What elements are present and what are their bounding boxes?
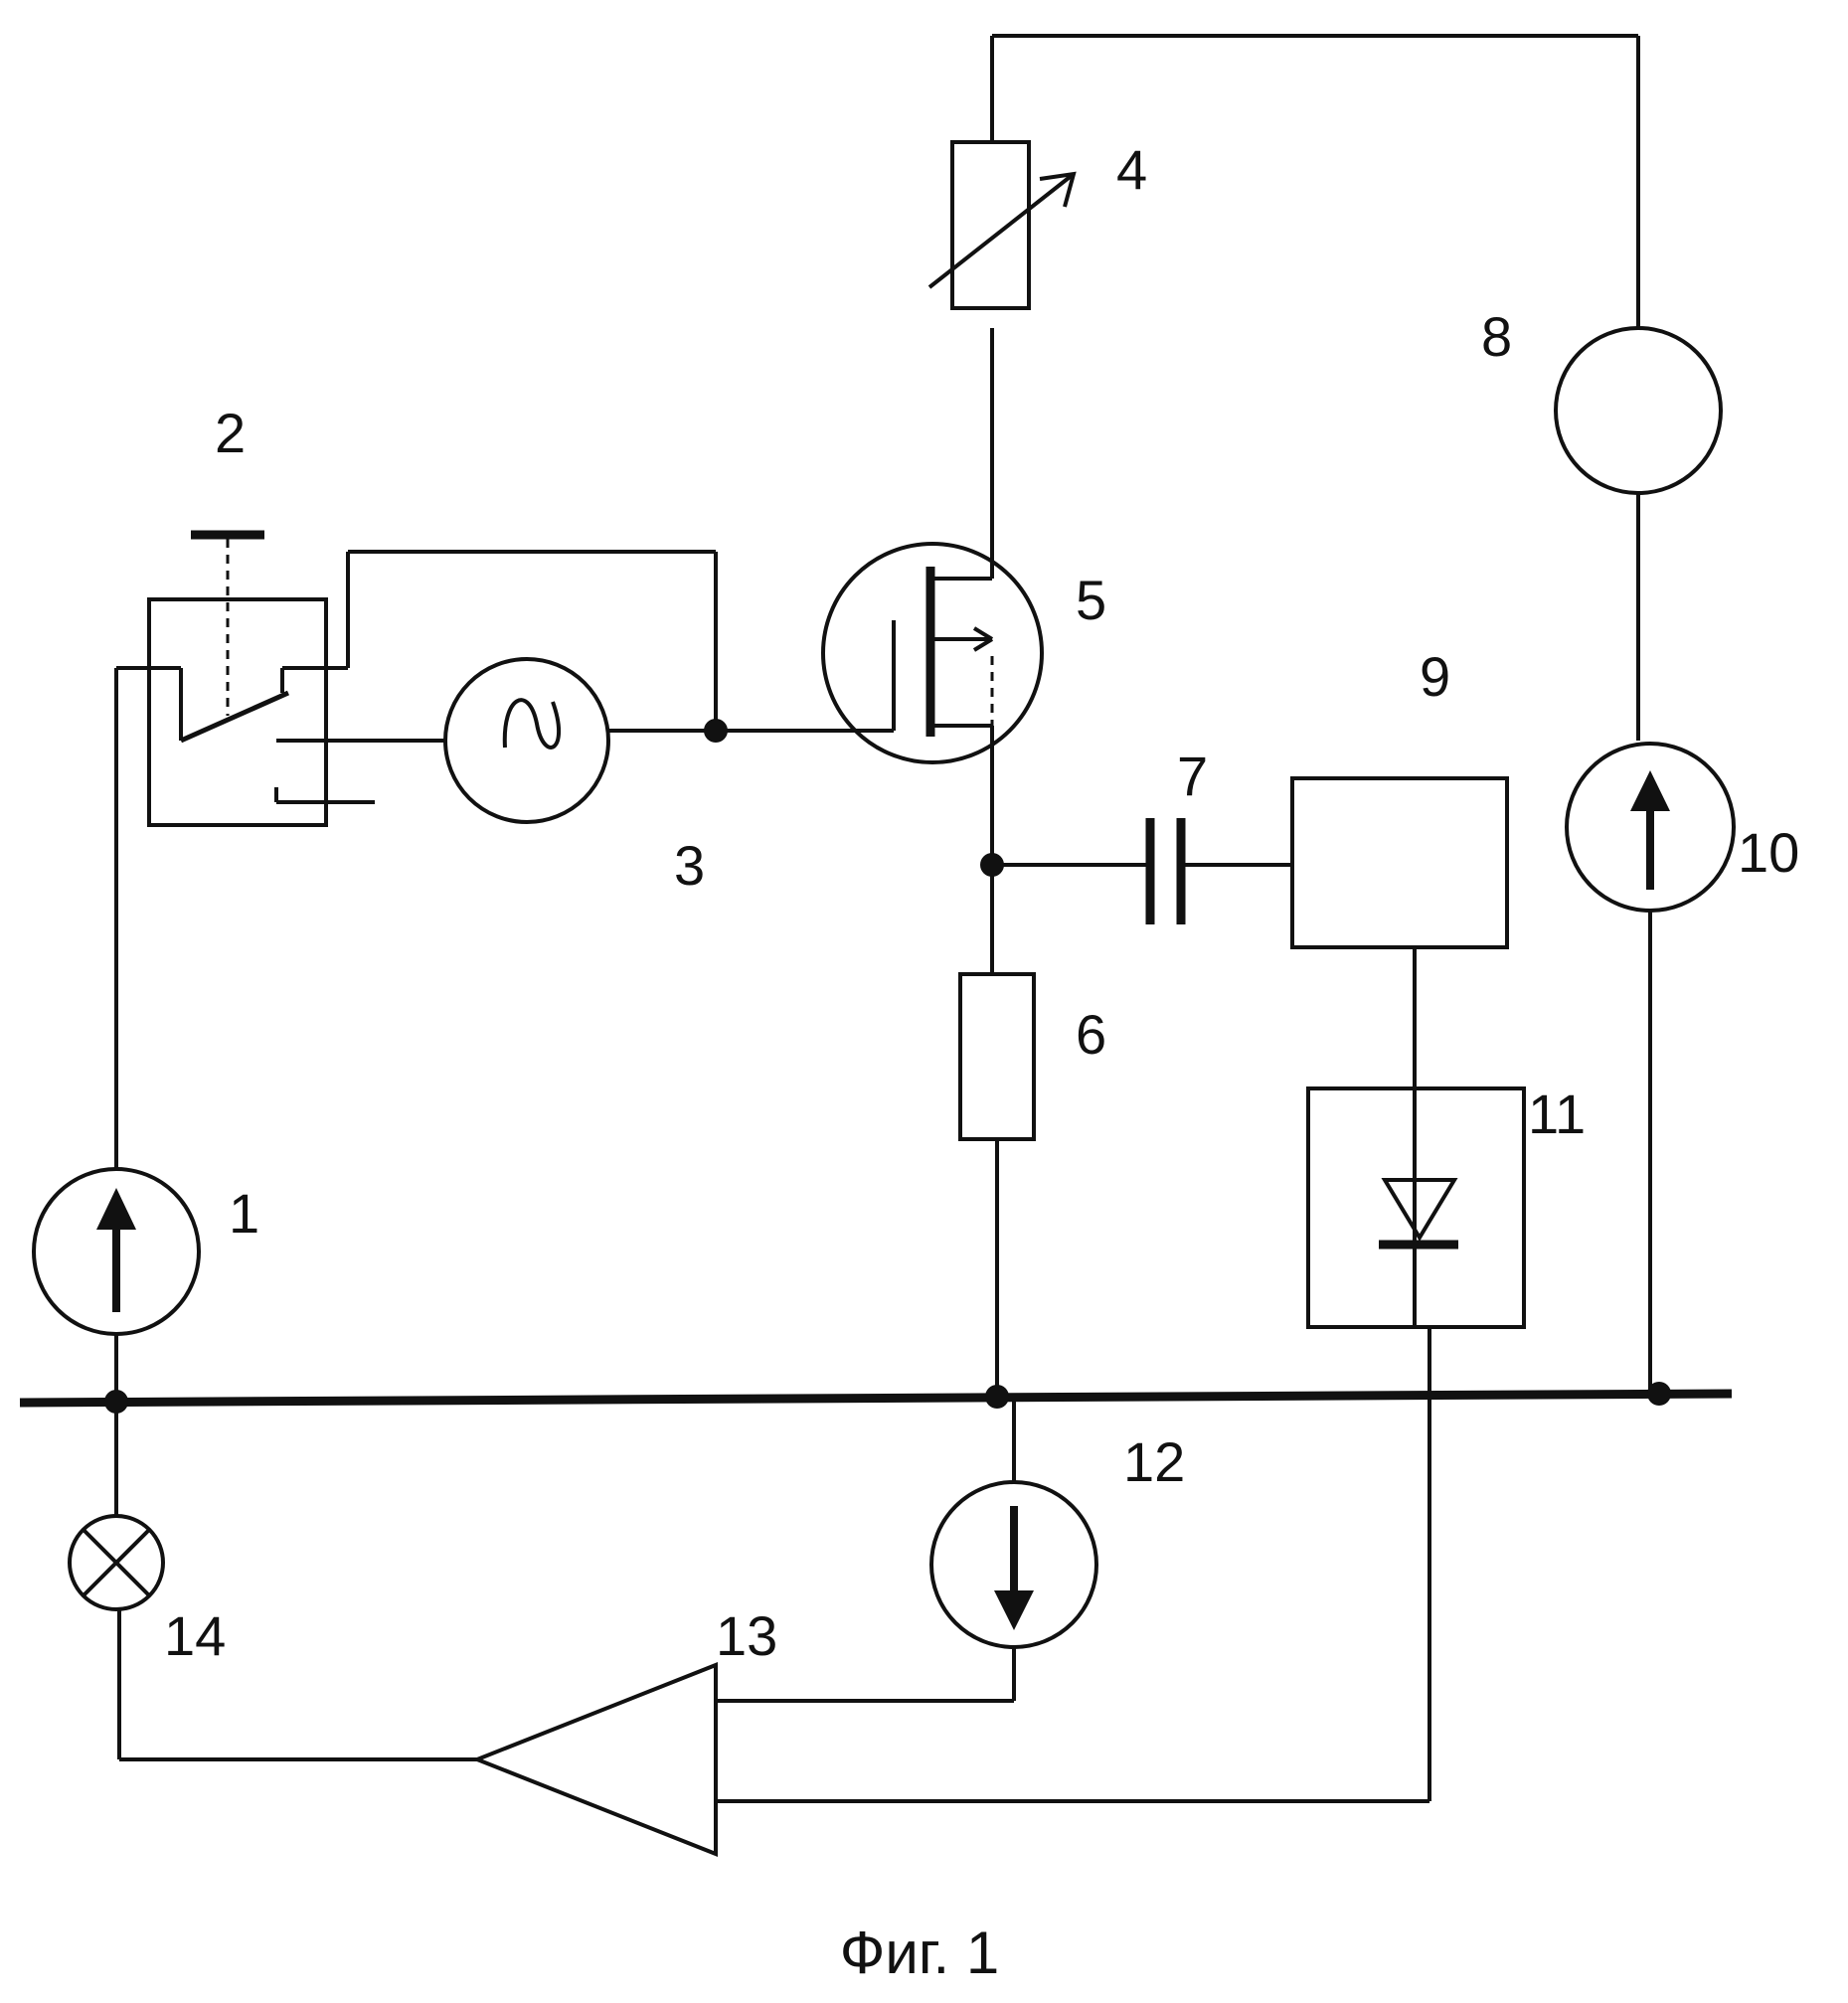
figure-caption: Фиг. 1	[840, 1920, 999, 1986]
transistor-5	[823, 328, 1042, 865]
label-5: 5	[1076, 569, 1106, 631]
label-12: 12	[1123, 1430, 1185, 1493]
variable-resistor-4	[929, 36, 1638, 308]
label-6: 6	[1076, 1003, 1106, 1066]
lamp-14	[70, 1402, 163, 1759]
label-4: 4	[1116, 138, 1147, 201]
label-8: 8	[1481, 305, 1512, 368]
label-11: 11	[1528, 1083, 1586, 1145]
label-9: 9	[1420, 645, 1450, 708]
label-10: 10	[1738, 821, 1799, 884]
label-1: 1	[229, 1182, 259, 1245]
element-8	[1556, 36, 1721, 741]
current-source-1	[34, 668, 199, 1402]
label-13: 13	[716, 1604, 777, 1667]
label-14: 14	[164, 1604, 226, 1667]
common-bus	[20, 1394, 1732, 1403]
capacitor-7	[992, 818, 1292, 924]
label-2: 2	[215, 402, 246, 464]
switch-2	[149, 535, 716, 825]
amplifier-13	[119, 1665, 1429, 1854]
current-source-10	[1567, 744, 1734, 1394]
resistor-6	[960, 865, 1034, 1397]
block-9	[1292, 778, 1507, 1088]
label-3: 3	[674, 834, 705, 897]
label-7: 7	[1177, 745, 1208, 807]
photodiode-block-11	[1308, 1088, 1524, 1801]
